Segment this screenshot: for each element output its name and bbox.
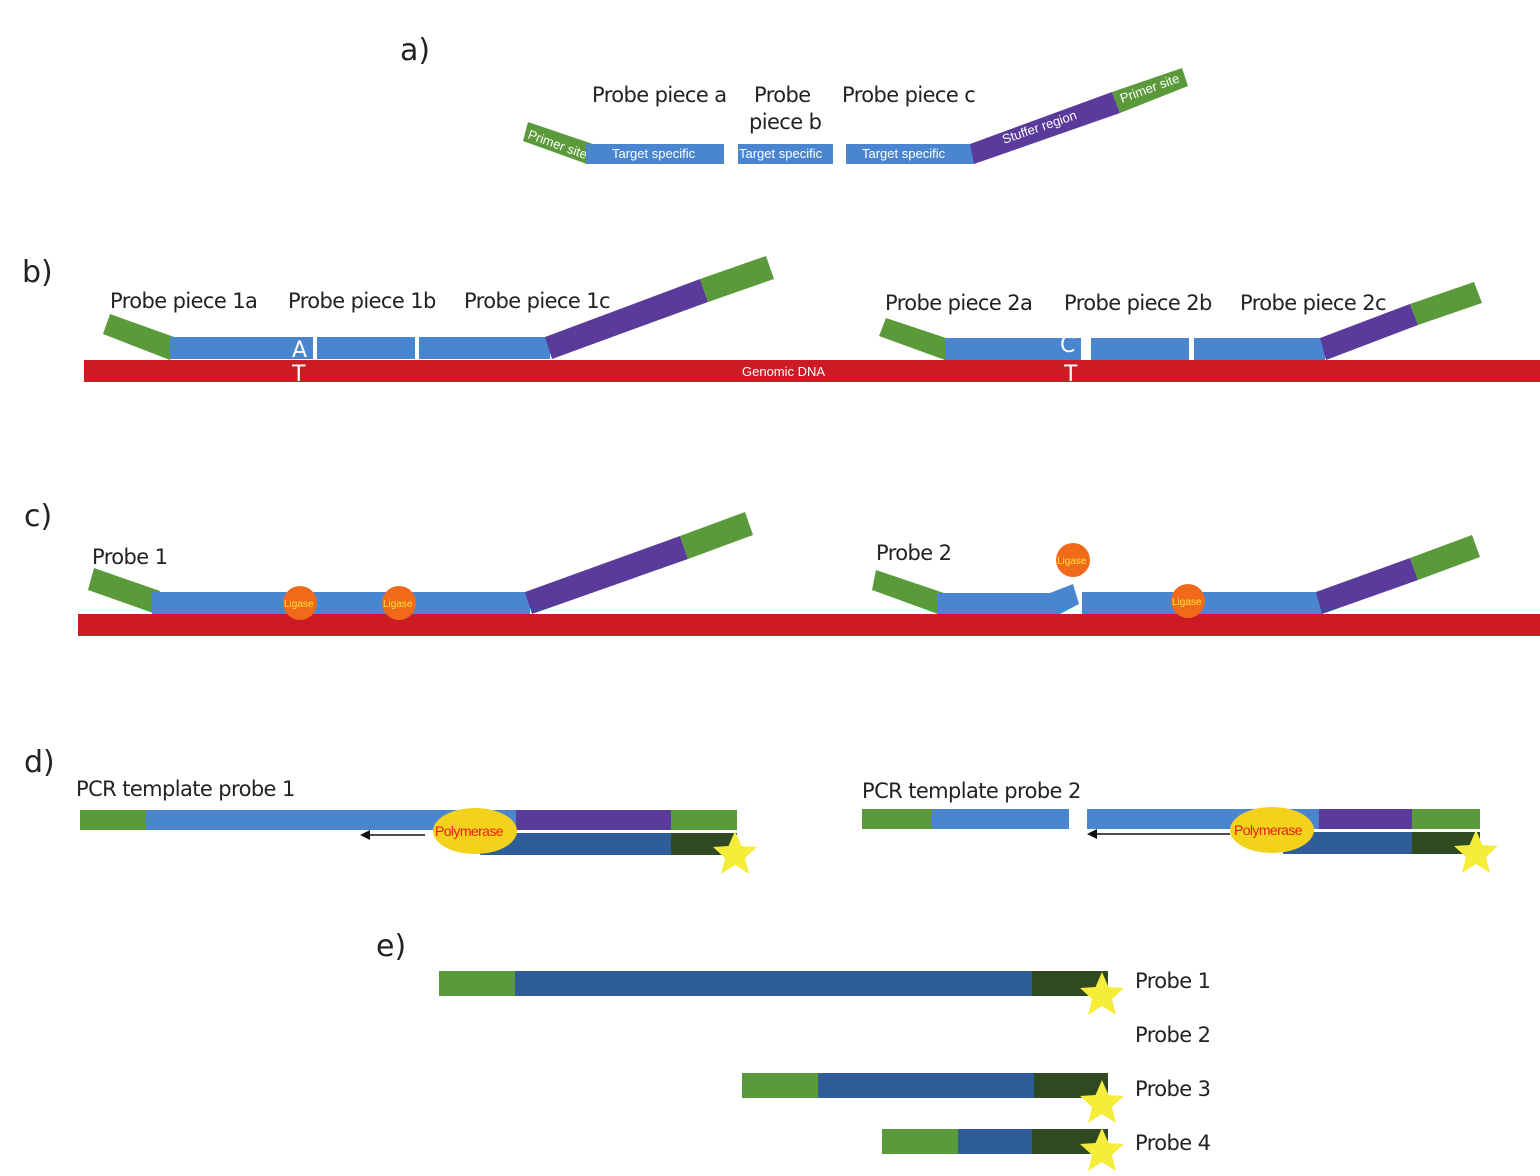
stuffer-region	[970, 92, 1120, 164]
panel-d-label: d)	[24, 745, 55, 780]
probe-piece-b-label-line2: piece b	[749, 110, 822, 134]
probe-piece-c-label: Probe piece c	[842, 83, 975, 107]
template-1-stuffer	[516, 810, 671, 830]
template-2-primer-left	[862, 809, 932, 829]
polymerase-1-label: Polymerase	[435, 823, 504, 839]
pcr-template-probe-2-label: PCR template probe 2	[862, 779, 1081, 803]
probe-1-primer-left-c	[88, 568, 160, 613]
probe-1-stuffer	[545, 279, 708, 359]
target-specific-c-label: Target specific	[862, 146, 946, 161]
genomic-dna-label: Genomic DNA	[742, 364, 825, 379]
product-probe-4	[882, 1128, 1124, 1171]
probe-1-primer-right-c	[680, 512, 753, 559]
probe-piece-2b	[1091, 338, 1189, 360]
ligase-2: Ligase	[382, 586, 416, 620]
probe-2-base-c: C	[1060, 333, 1075, 358]
polymerase-1: Polymerase	[433, 808, 517, 854]
probe-1-ligated-body	[152, 592, 530, 614]
extension-arrowhead-1	[360, 830, 370, 840]
target-specific-c	[846, 144, 974, 164]
probe-2-primer-left-c	[872, 570, 944, 614]
panel-b: b) Probe piece 1a Probe piece 1b Probe p…	[22, 255, 1540, 387]
ligase-4-label: Ligase	[1172, 597, 1202, 608]
probe-piece-1c	[419, 337, 550, 359]
panel-e-label: e)	[376, 929, 406, 964]
probe-piece-1a	[170, 337, 313, 359]
panel-a-label: a)	[400, 33, 430, 68]
target-specific-a	[586, 144, 724, 164]
ligase-3-label: Ligase	[1057, 556, 1087, 567]
probe-2-primer-right-c	[1410, 535, 1480, 580]
panel-a: a) Probe piece a Probe piece b Probe pie…	[400, 33, 1188, 164]
template-1-primer-left	[80, 810, 146, 830]
primer-site-right	[1112, 68, 1188, 113]
probe-2-unligated-piece	[937, 584, 1079, 614]
probe-piece-1b	[317, 337, 415, 359]
probe-piece-2a-label: Probe piece 2a	[885, 291, 1032, 315]
target-specific-b-label: Target specific	[739, 146, 823, 161]
probe-piece-a-label: Probe piece a	[592, 83, 727, 107]
probe-piece-1c-label: Probe piece 1c	[464, 289, 610, 313]
ligase-3: Ligase	[1056, 543, 1090, 577]
probe-1-base-a: A	[292, 338, 307, 363]
product-probe-3-label: Probe 3	[1135, 1077, 1210, 1101]
target-specific-b	[738, 144, 833, 164]
polymerase-2-label: Polymerase	[1234, 822, 1303, 838]
genomic-dna-strand-c	[78, 614, 1540, 636]
target-specific-a-label: Target specific	[612, 146, 696, 161]
dna-base-t-2: T	[1063, 362, 1078, 387]
template-2-unligated-piece	[932, 809, 1069, 829]
ligase-1-label: Ligase	[284, 599, 314, 610]
ligase-2-label: Ligase	[383, 599, 413, 610]
product-probe-1-label: Probe 1	[1135, 969, 1210, 993]
probe-piece-2a	[945, 338, 1081, 360]
product-probe-1	[439, 971, 1124, 1015]
ligase-1: Ligase	[283, 586, 317, 620]
template-2-stuffer	[1319, 809, 1412, 829]
primer-site-left	[523, 122, 593, 164]
product-probe-3	[742, 1073, 1124, 1123]
template-2-new-strand	[1283, 832, 1412, 854]
panel-c: c) Probe 1 Probe 2 Ligase Ligase Ligase	[24, 499, 1540, 636]
probe-piece-2b-label: Probe piece 2b	[1064, 291, 1212, 315]
probe-1-primer-right	[700, 256, 774, 302]
probe-2-label-c: Probe 2	[876, 541, 951, 565]
probe-2-primer-left	[879, 318, 952, 360]
probe-piece-1a-label: Probe piece 1a	[110, 289, 257, 313]
probe-piece-2c	[1194, 338, 1325, 360]
probe-2-stuffer-c	[1316, 558, 1418, 614]
panel-e: e) Probe 1 Probe 2 Probe 3 Probe 4	[376, 929, 1211, 1171]
genomic-dna-strand	[84, 360, 1540, 382]
product-probe-2-label: Probe 2	[1135, 1023, 1210, 1047]
template-2-primer-right	[1412, 809, 1480, 829]
template-1-new-strand	[480, 833, 671, 855]
probe-1-primer-left	[103, 314, 177, 360]
panel-c-label: c)	[24, 499, 52, 534]
probe-1-stuffer-c	[525, 536, 688, 614]
template-1-primer-right	[671, 810, 737, 830]
probe-1-label-c: Probe 1	[92, 545, 167, 569]
ligase-4: Ligase	[1171, 584, 1205, 618]
pcr-template-probe-1-label: PCR template probe 1	[76, 777, 295, 801]
dna-base-t-1: T	[291, 362, 306, 387]
panel-d: d) PCR template probe 1 PCR template pro…	[24, 745, 1498, 874]
panel-b-label: b)	[22, 255, 53, 290]
extension-arrowhead-2	[1087, 829, 1097, 839]
probe-piece-1b-label: Probe piece 1b	[288, 289, 436, 313]
probe-2-primer-right	[1410, 282, 1482, 325]
probe-2-stuffer	[1320, 304, 1418, 360]
polymerase-2: Polymerase	[1230, 807, 1314, 853]
probe-piece-b-label-line1: Probe	[754, 83, 811, 107]
product-probe-4-label: Probe 4	[1135, 1131, 1211, 1155]
template-1-target	[146, 810, 516, 830]
probe-piece-2c-label: Probe piece 2c	[1240, 291, 1386, 315]
